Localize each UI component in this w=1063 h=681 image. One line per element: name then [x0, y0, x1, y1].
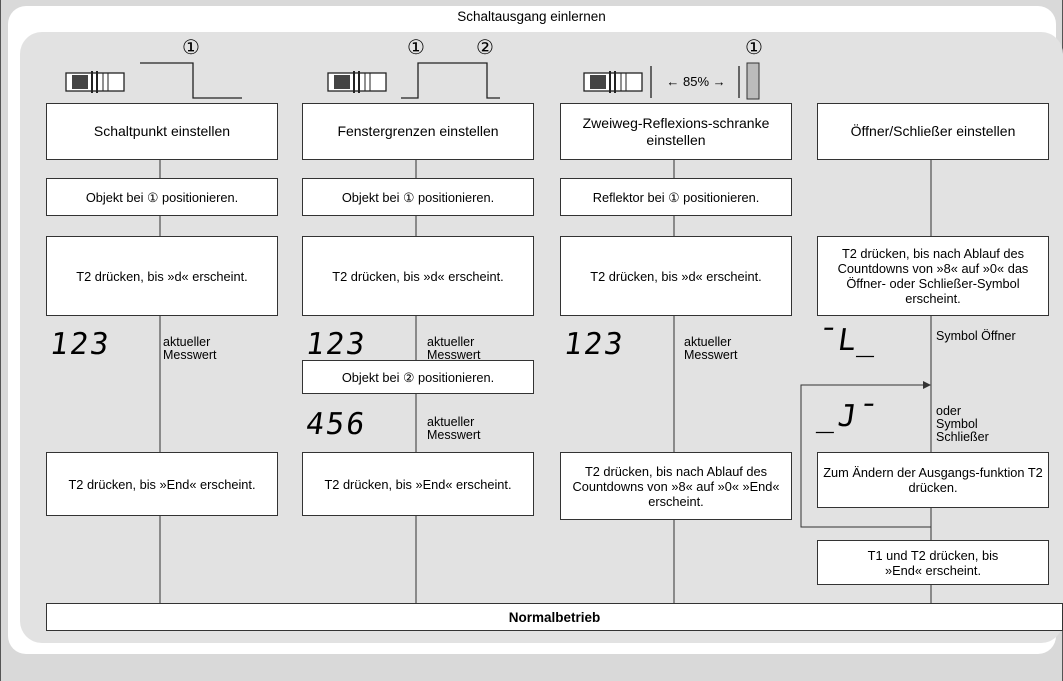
header-oeffner-schliesser: Öffner/Schließer einstellen: [817, 103, 1049, 160]
display-note-col2-1: aktueller Messwert: [427, 335, 481, 362]
range-percentage: ← 85% →: [666, 74, 726, 89]
display-col1: 123: [47, 327, 113, 362]
display-col2-1: 123: [303, 327, 369, 362]
display-col3: 123: [561, 327, 627, 362]
step-col1-position: Objekt bei ① positionieren.: [46, 178, 278, 216]
step-col2-position2: Objekt bei ② positionieren.: [302, 360, 534, 394]
sensor-icon: [65, 71, 125, 93]
step-col1-press: T2 drücken, bis »d« erscheint.: [46, 236, 278, 316]
display-note-col2-2: aktueller Messwert: [427, 415, 481, 442]
display-col2-2: 456: [303, 407, 369, 442]
reflector-icon: [746, 62, 760, 100]
switch-curve-col2: [401, 62, 500, 99]
step-col4-press: T2 drücken, bis nach Ablauf des Countdow…: [817, 236, 1049, 316]
step-col3-position: Reflektor bei ① positionieren.: [560, 178, 792, 216]
switch-curve-col1: [140, 62, 242, 99]
sensor-icon: [583, 71, 643, 93]
display-note-col3: aktueller Messwert: [684, 335, 738, 362]
marker-2-col2: ②: [476, 37, 494, 59]
step-col3-end: T2 drücken, bis nach Ablauf des Countdow…: [560, 452, 792, 520]
marker-1-col2: ①: [407, 37, 425, 59]
header-zweiweg: Zweiweg-Reflexions-schranke einstellen: [560, 103, 792, 160]
step-col4-change: Zum Ändern der Ausgangs-funktion T2 drüc…: [817, 452, 1049, 508]
diagram-title: Schaltausgang einlernen: [457, 9, 606, 24]
display-col4-oeffner: ¯L_: [815, 323, 881, 358]
display-note-col4-oeffner: Symbol Öffner: [936, 329, 1016, 343]
normal-operation-bar: Normalbetrieb: [46, 603, 1063, 631]
sensor-icon: [327, 71, 387, 93]
step-col2-press: T2 drücken, bis »d« erscheint.: [302, 236, 534, 316]
loop-back-line: [800, 384, 931, 528]
step-col1-end: T2 drücken, bis »End« erscheint.: [46, 452, 278, 516]
marker-1-col1: ①: [182, 37, 200, 59]
header-fenstergrenzen: Fenstergrenzen einstellen: [302, 103, 534, 160]
display-note-col4-schliesser: oder Symbol Schließer: [936, 404, 989, 444]
display-note-col1: aktueller Messwert: [163, 335, 217, 362]
step-col3-press: T2 drücken, bis »d« erscheint.: [560, 236, 792, 316]
header-schaltpunkt: Schaltpunkt einstellen: [46, 103, 278, 160]
marker-1-col3: ①: [745, 37, 763, 59]
step-col2-end: T2 drücken, bis »End« erscheint.: [302, 452, 534, 516]
step-col2-position1: Objekt bei ① positionieren.: [302, 178, 534, 216]
loop-arrow-head: [923, 381, 931, 389]
display-col4-schliesser: _J¯: [815, 399, 881, 434]
step-col4-end: T1 und T2 drücken, bis »End« erscheint.: [817, 540, 1049, 585]
